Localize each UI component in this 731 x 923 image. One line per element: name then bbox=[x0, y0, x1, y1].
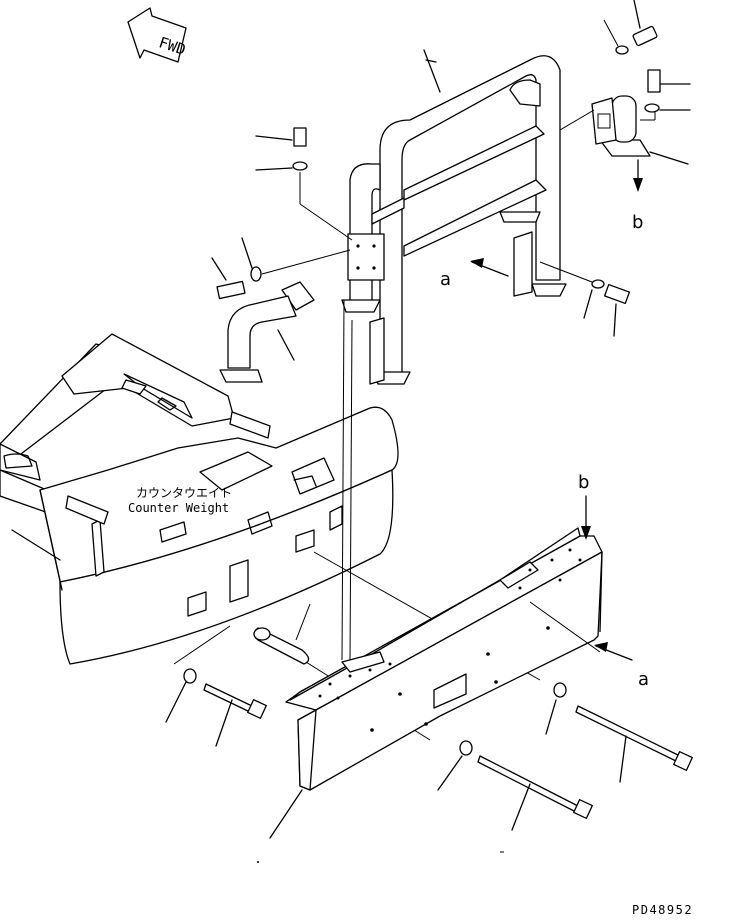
washer-left bbox=[241, 237, 351, 282]
view-label-b-top: b bbox=[632, 212, 643, 233]
bolt-lower-mid bbox=[477, 755, 593, 831]
leader-line bbox=[173, 625, 231, 665]
bolt-lower-right bbox=[575, 705, 693, 783]
counterweight-label-jp: カウンタウエイト bbox=[136, 486, 232, 500]
washer-upper-left bbox=[255, 161, 353, 241]
view-label-a-bottom: a bbox=[638, 669, 649, 690]
washer-right-2 bbox=[644, 103, 691, 113]
bolt-mid-right bbox=[603, 283, 631, 337]
handrail-frame bbox=[341, 49, 567, 385]
bolt-right-2 bbox=[647, 69, 691, 93]
rear-bumper-plate bbox=[269, 527, 603, 839]
leader-line bbox=[295, 603, 311, 641]
washer-top-right bbox=[603, 19, 629, 55]
view-label-b-bottom: b bbox=[578, 472, 589, 493]
bolt-lower-left bbox=[203, 683, 267, 747]
bolt-top-right bbox=[632, 0, 658, 47]
view-arrow-b-bottom bbox=[581, 495, 591, 540]
leader-line bbox=[341, 299, 345, 661]
leader-line bbox=[349, 319, 353, 661]
view-arrow-a-top bbox=[470, 258, 509, 277]
leader-line bbox=[559, 109, 595, 131]
view-label-a-top: a bbox=[440, 269, 451, 290]
handrail-bracket-rear bbox=[591, 95, 689, 192]
elbow-bracket-front bbox=[219, 281, 315, 383]
bolt-upper-left bbox=[255, 127, 307, 147]
washer-lower-mid bbox=[437, 740, 473, 791]
washer-mid-right bbox=[539, 261, 605, 319]
counterweight-label-en: Counter Weight bbox=[128, 501, 229, 515]
washer-lower-left bbox=[165, 668, 197, 723]
fwd-arrow-icon: FWD bbox=[127, 7, 188, 63]
counterweight-body bbox=[0, 333, 399, 665]
drawing-number: PD48952 bbox=[632, 903, 693, 917]
washer-lower-right bbox=[545, 682, 567, 735]
view-arrow-a-bottom bbox=[594, 642, 633, 661]
bolt-left bbox=[211, 257, 246, 300]
